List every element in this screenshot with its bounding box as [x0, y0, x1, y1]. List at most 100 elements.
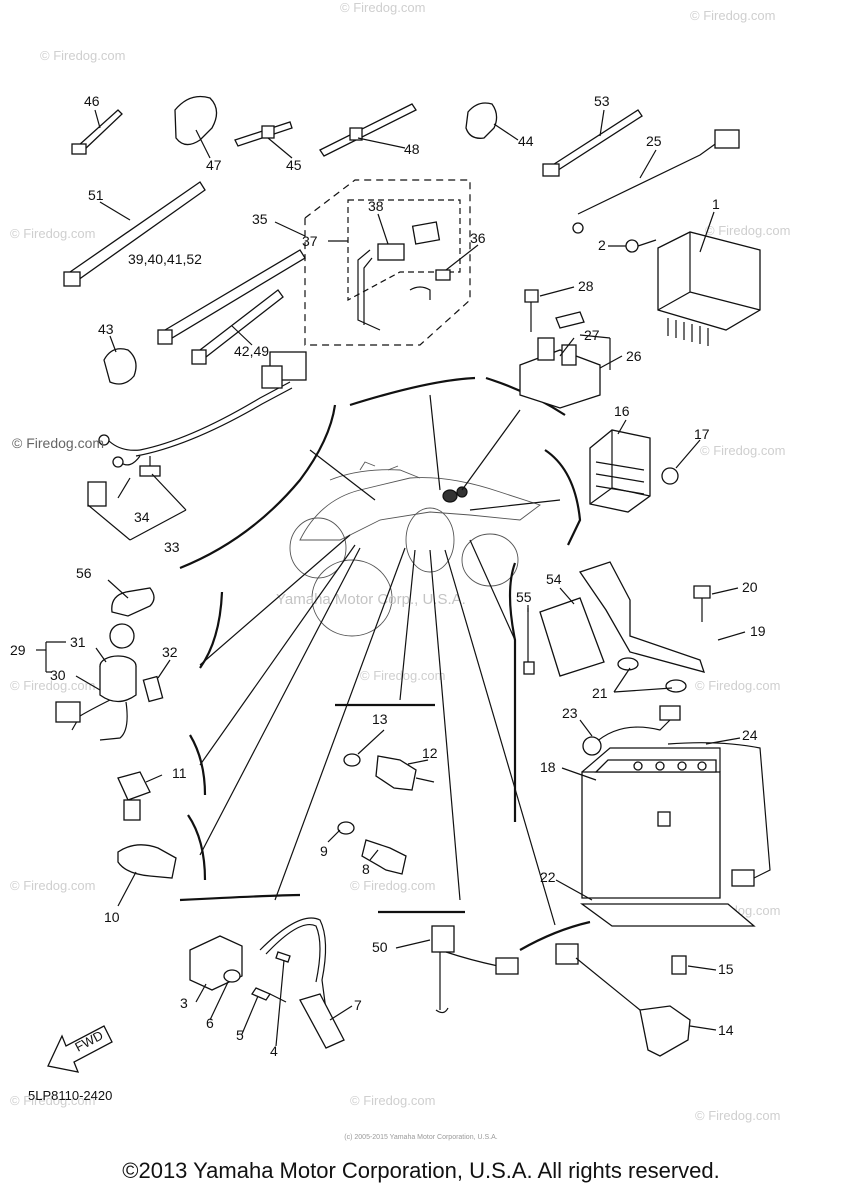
callout-leaders	[36, 109, 746, 1047]
battery-pad-22	[580, 903, 756, 927]
clamp-44	[465, 102, 498, 139]
watermark-tile: © Firedog.com	[10, 878, 95, 893]
wire-harness-group	[87, 351, 307, 507]
bolt-15	[671, 955, 687, 975]
callout-16: 16	[614, 403, 630, 419]
callout-15: 15	[718, 961, 734, 977]
harness-lead-c	[87, 481, 107, 507]
callout-43: 43	[98, 321, 114, 337]
callout-48: 48	[404, 141, 420, 157]
callout-53: 53	[594, 93, 610, 109]
callout-55: 55	[516, 589, 532, 605]
callout-3: 3	[180, 995, 188, 1011]
callout-45: 45	[286, 157, 302, 173]
watermark-tile: © Firedog.com	[705, 223, 790, 238]
gasket-9	[337, 821, 355, 835]
fuse-36	[435, 269, 451, 281]
battery-group	[523, 561, 771, 927]
thermo-switch-11-tip	[123, 799, 141, 821]
rectifier-regulator-16	[589, 429, 651, 513]
cable-tie-53-head	[542, 163, 560, 177]
speed-sensor-coupler	[555, 943, 579, 965]
callout-27: 27	[584, 327, 600, 343]
speed-sensor-14	[639, 1005, 691, 1057]
callout-46: 46	[84, 93, 100, 109]
lead-wire-25-terminal	[572, 222, 584, 234]
fwd-arrow-icon	[47, 1025, 113, 1073]
callout-42-49: 42,49	[234, 343, 269, 359]
watermark-tile: © Firedog.com	[690, 8, 775, 23]
sender-50	[431, 925, 455, 953]
battery-bracket-19	[578, 561, 705, 673]
center-watermark: Yamaha Motor Corp., U.S.A.	[276, 591, 466, 608]
callout-32: 32	[162, 644, 178, 660]
fuse-holder-38	[377, 243, 405, 261]
bolt-28	[524, 289, 539, 303]
callout-14: 14	[718, 1022, 734, 1038]
callout-24: 24	[742, 727, 758, 743]
lead-wire-25	[577, 141, 719, 215]
relay-fuse-27b	[561, 344, 577, 366]
callout-37: 37	[302, 233, 318, 249]
callout-11: 11	[172, 765, 187, 781]
main-switch-coupler	[55, 701, 81, 723]
callout-47: 47	[206, 157, 222, 173]
callout-29: 29	[10, 642, 26, 658]
callout-25: 25	[646, 133, 662, 149]
callout-35: 35	[252, 211, 268, 227]
sender-group	[431, 925, 519, 1014]
watermark-tile: © Firedog.com	[350, 1093, 435, 1108]
watermark-tile: © Firedog.com	[695, 678, 780, 693]
relay-fuse-27c	[555, 311, 585, 329]
callout-38: 38	[368, 198, 384, 214]
top-row-parts	[71, 95, 740, 234]
callout-30: 30	[50, 667, 66, 683]
watermark-tile: © Firedog.com	[700, 443, 785, 458]
cable-tie-39-head	[157, 329, 173, 345]
side-watermark: © Firedog.com	[12, 435, 104, 451]
key-ring	[109, 623, 135, 649]
cable-tie-51-head	[63, 271, 81, 287]
speed-sensor-group	[555, 943, 691, 1057]
callout-31: 31	[70, 634, 86, 650]
battery-terminal	[657, 811, 671, 827]
callout-33: 33	[164, 539, 180, 555]
group-brackets	[179, 376, 591, 951]
lead-wire-25-connector	[714, 129, 740, 149]
callout-50: 50	[372, 939, 388, 955]
gasket-13	[343, 753, 361, 767]
callout-8: 8	[362, 861, 370, 877]
fuse-subgroup-dashed-outline	[347, 199, 461, 302]
clamp-47	[174, 95, 218, 146]
fuse-group-dashed-outline	[304, 179, 471, 346]
plug-cap-lead	[259, 917, 327, 1011]
callout-13: 13	[372, 711, 388, 727]
cdi-relay-group	[519, 231, 761, 409]
clamp-43	[103, 348, 137, 385]
callout-23: 23	[562, 705, 578, 721]
watermark-tile: © Firedog.com	[40, 48, 125, 63]
fwd-arrow: FWD	[47, 1025, 113, 1073]
switch-8	[361, 839, 407, 875]
cable-tie-48-clip	[349, 127, 363, 141]
watermark-tile: © Firedog.com	[10, 226, 95, 241]
callout-17: 17	[694, 426, 710, 442]
screw-2	[625, 239, 639, 253]
nut-17	[661, 467, 679, 485]
callout-5: 5	[236, 1027, 244, 1043]
watermark-tile: © Firedog.com	[10, 1093, 95, 1108]
callout-22: 22	[540, 869, 556, 885]
atv-overview-illustration: Yamaha Motor Corp., U.S.A.	[276, 461, 541, 637]
watermark-tile: © Firedog.com	[695, 1108, 780, 1123]
callout-26: 26	[626, 348, 642, 364]
switch-12	[375, 755, 417, 791]
spark-plug-cap-7	[299, 993, 345, 1049]
group-leader-lines	[199, 394, 561, 926]
relay-fuse-27a	[537, 337, 555, 361]
battery-lead-24-connector	[731, 869, 755, 887]
sensor-10	[117, 844, 177, 879]
callout-21: 21	[592, 685, 608, 701]
cable-tie-46-head	[71, 143, 87, 155]
harness-lead-b	[112, 456, 124, 468]
